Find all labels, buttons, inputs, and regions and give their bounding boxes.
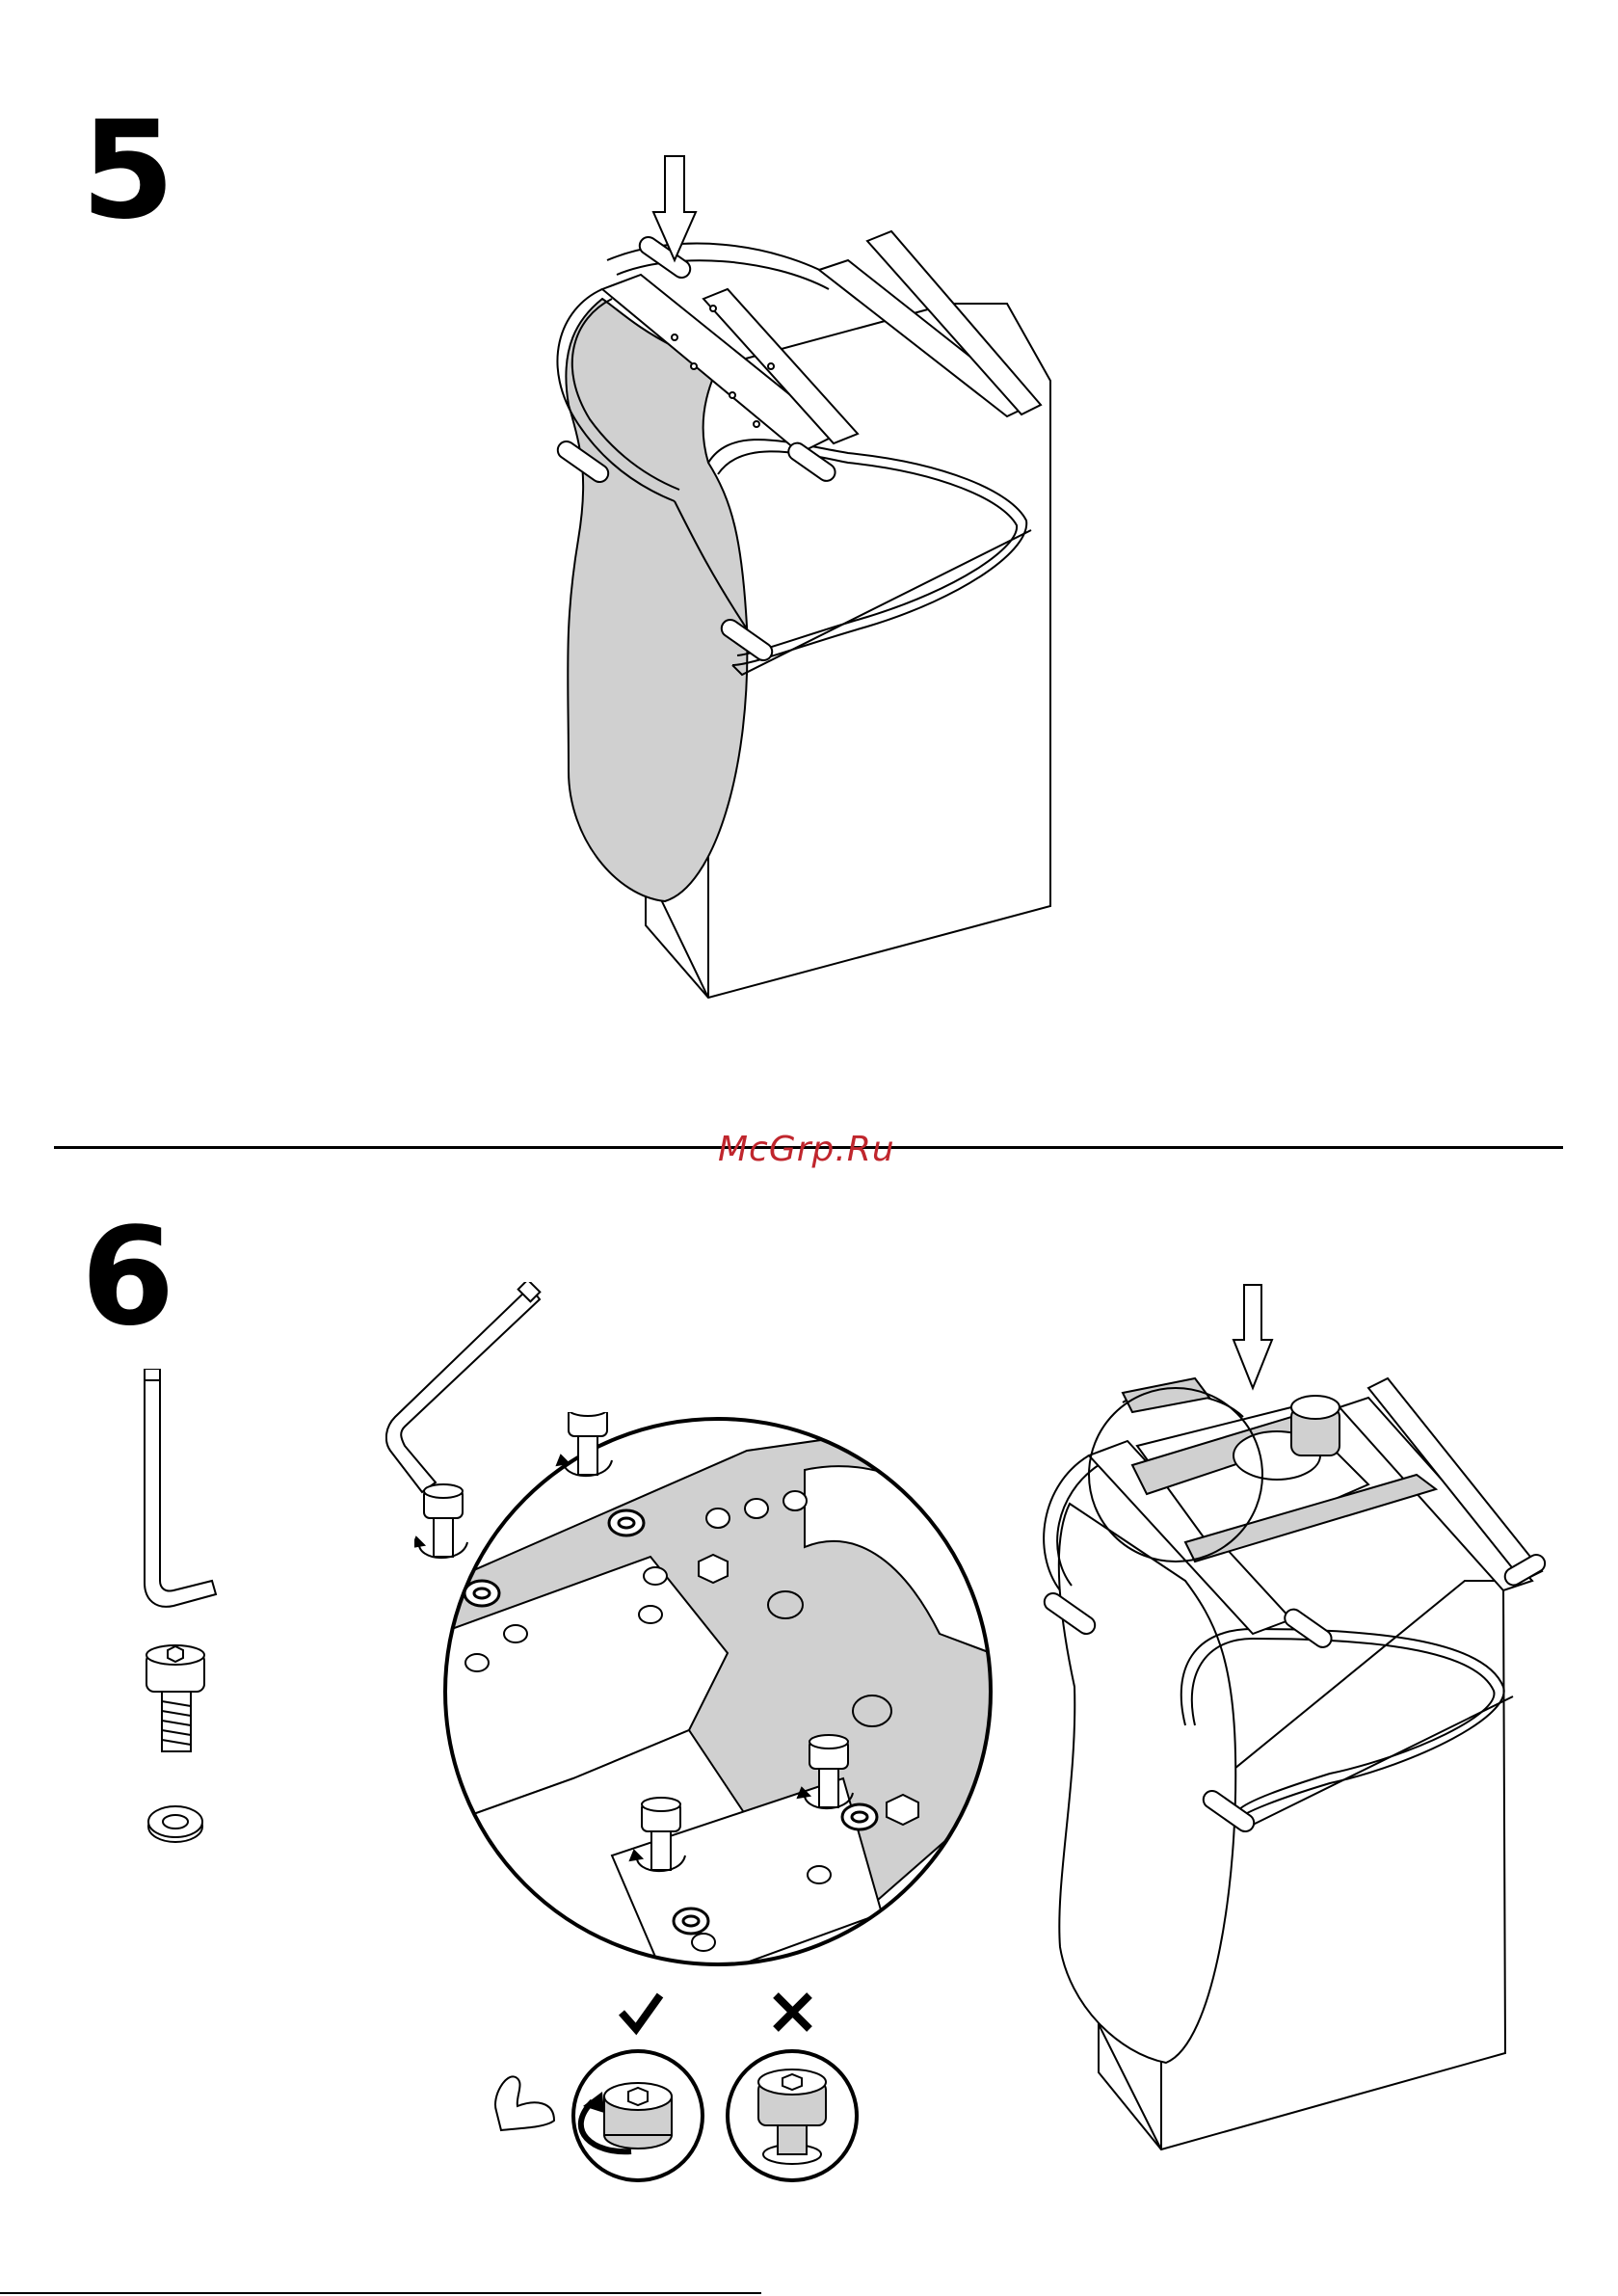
parts-list: [135, 1369, 251, 1870]
flexed-arm-icon: [495, 2076, 554, 2130]
correct-bolt-detail: [573, 2051, 703, 2180]
step-6-illustration: [1031, 1272, 1571, 2159]
cross-icon: [776, 1995, 809, 2029]
down-arrow-icon: [1233, 1285, 1272, 1388]
bolt-top-left: [414, 1484, 467, 1558]
bolt-icon: [146, 1645, 204, 1751]
step-5-illustration: [540, 145, 1079, 1012]
spring-washer-icon: [148, 1806, 202, 1842]
step-5-number: 5: [81, 104, 174, 239]
bolts-with-rotation: [414, 1412, 993, 1913]
bolt-bottom-left: [630, 1798, 685, 1871]
checkmark-icon: [622, 1995, 660, 2029]
watermark: McGrp.Ru: [718, 1130, 895, 1169]
tightening-guidance: [487, 1986, 872, 2198]
footer-line: [0, 2292, 761, 2294]
step-6-number: 6: [81, 1211, 174, 1346]
bolt-top-right: [557, 1412, 612, 1476]
allen-key-icon: [145, 1369, 216, 1607]
incorrect-bolt-detail: [728, 2051, 857, 2180]
bolt-bottom-right: [798, 1735, 853, 1808]
